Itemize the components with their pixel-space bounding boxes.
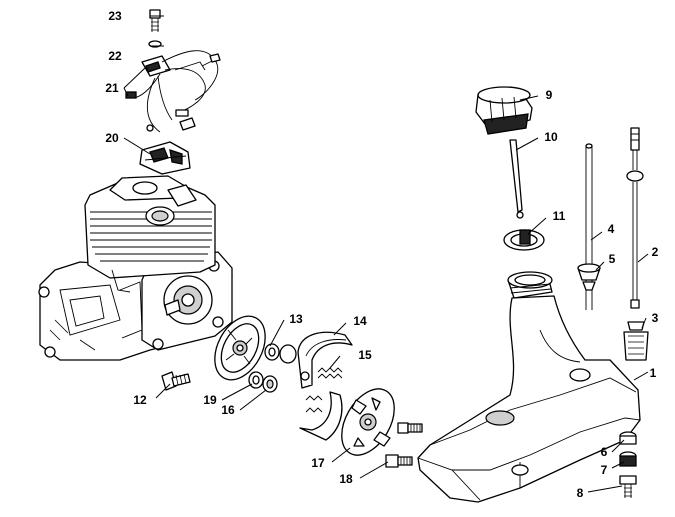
- screws: [161, 371, 423, 468]
- label-9: 9: [546, 88, 553, 102]
- label-14: 14: [353, 314, 367, 328]
- tank-mount-parts: [619, 431, 637, 498]
- label-12: 12: [133, 393, 147, 407]
- label-21: 21: [105, 81, 119, 95]
- clutch-plate: [341, 388, 395, 456]
- tank-cap: [475, 86, 533, 135]
- label-23: 23: [108, 9, 122, 23]
- short-circuit-wire-assembly: [125, 9, 221, 133]
- ignition-module: [139, 141, 191, 175]
- label-17: 17: [311, 456, 325, 470]
- label-3: 3: [652, 311, 659, 325]
- label-13: 13: [289, 312, 303, 326]
- fuel-hose: [577, 143, 601, 310]
- label-18: 18: [339, 472, 353, 486]
- label-19: 19: [203, 393, 217, 407]
- label-5: 5: [609, 252, 616, 266]
- label-15: 15: [358, 348, 372, 362]
- fuel-filler-strainer: [503, 229, 545, 251]
- label-4: 4: [608, 222, 615, 236]
- clutch-shoes: [297, 331, 353, 441]
- vent-hose: [626, 127, 644, 309]
- clutch-carrier: [214, 315, 266, 381]
- label-8: 8: [577, 486, 584, 500]
- fuel-tank: [417, 271, 641, 503]
- fuel-pickup-body: [623, 321, 649, 361]
- callout-labels: 1 2 3 4 5 6 7 8 9 10 11 12 13 14 15 16 1…: [105, 9, 658, 500]
- label-2: 2: [652, 245, 659, 259]
- label-16: 16: [221, 403, 235, 417]
- label-22: 22: [108, 49, 122, 63]
- washers: [248, 343, 297, 393]
- cap-retainer: [509, 139, 524, 219]
- label-11: 11: [553, 209, 566, 223]
- label-1: 1: [650, 366, 657, 380]
- label-20: 20: [105, 131, 119, 145]
- engine-assembly: [38, 175, 233, 361]
- label-6: 6: [601, 445, 608, 459]
- label-10: 10: [544, 130, 558, 144]
- label-7: 7: [601, 463, 608, 477]
- leader-lines: [123, 15, 649, 493]
